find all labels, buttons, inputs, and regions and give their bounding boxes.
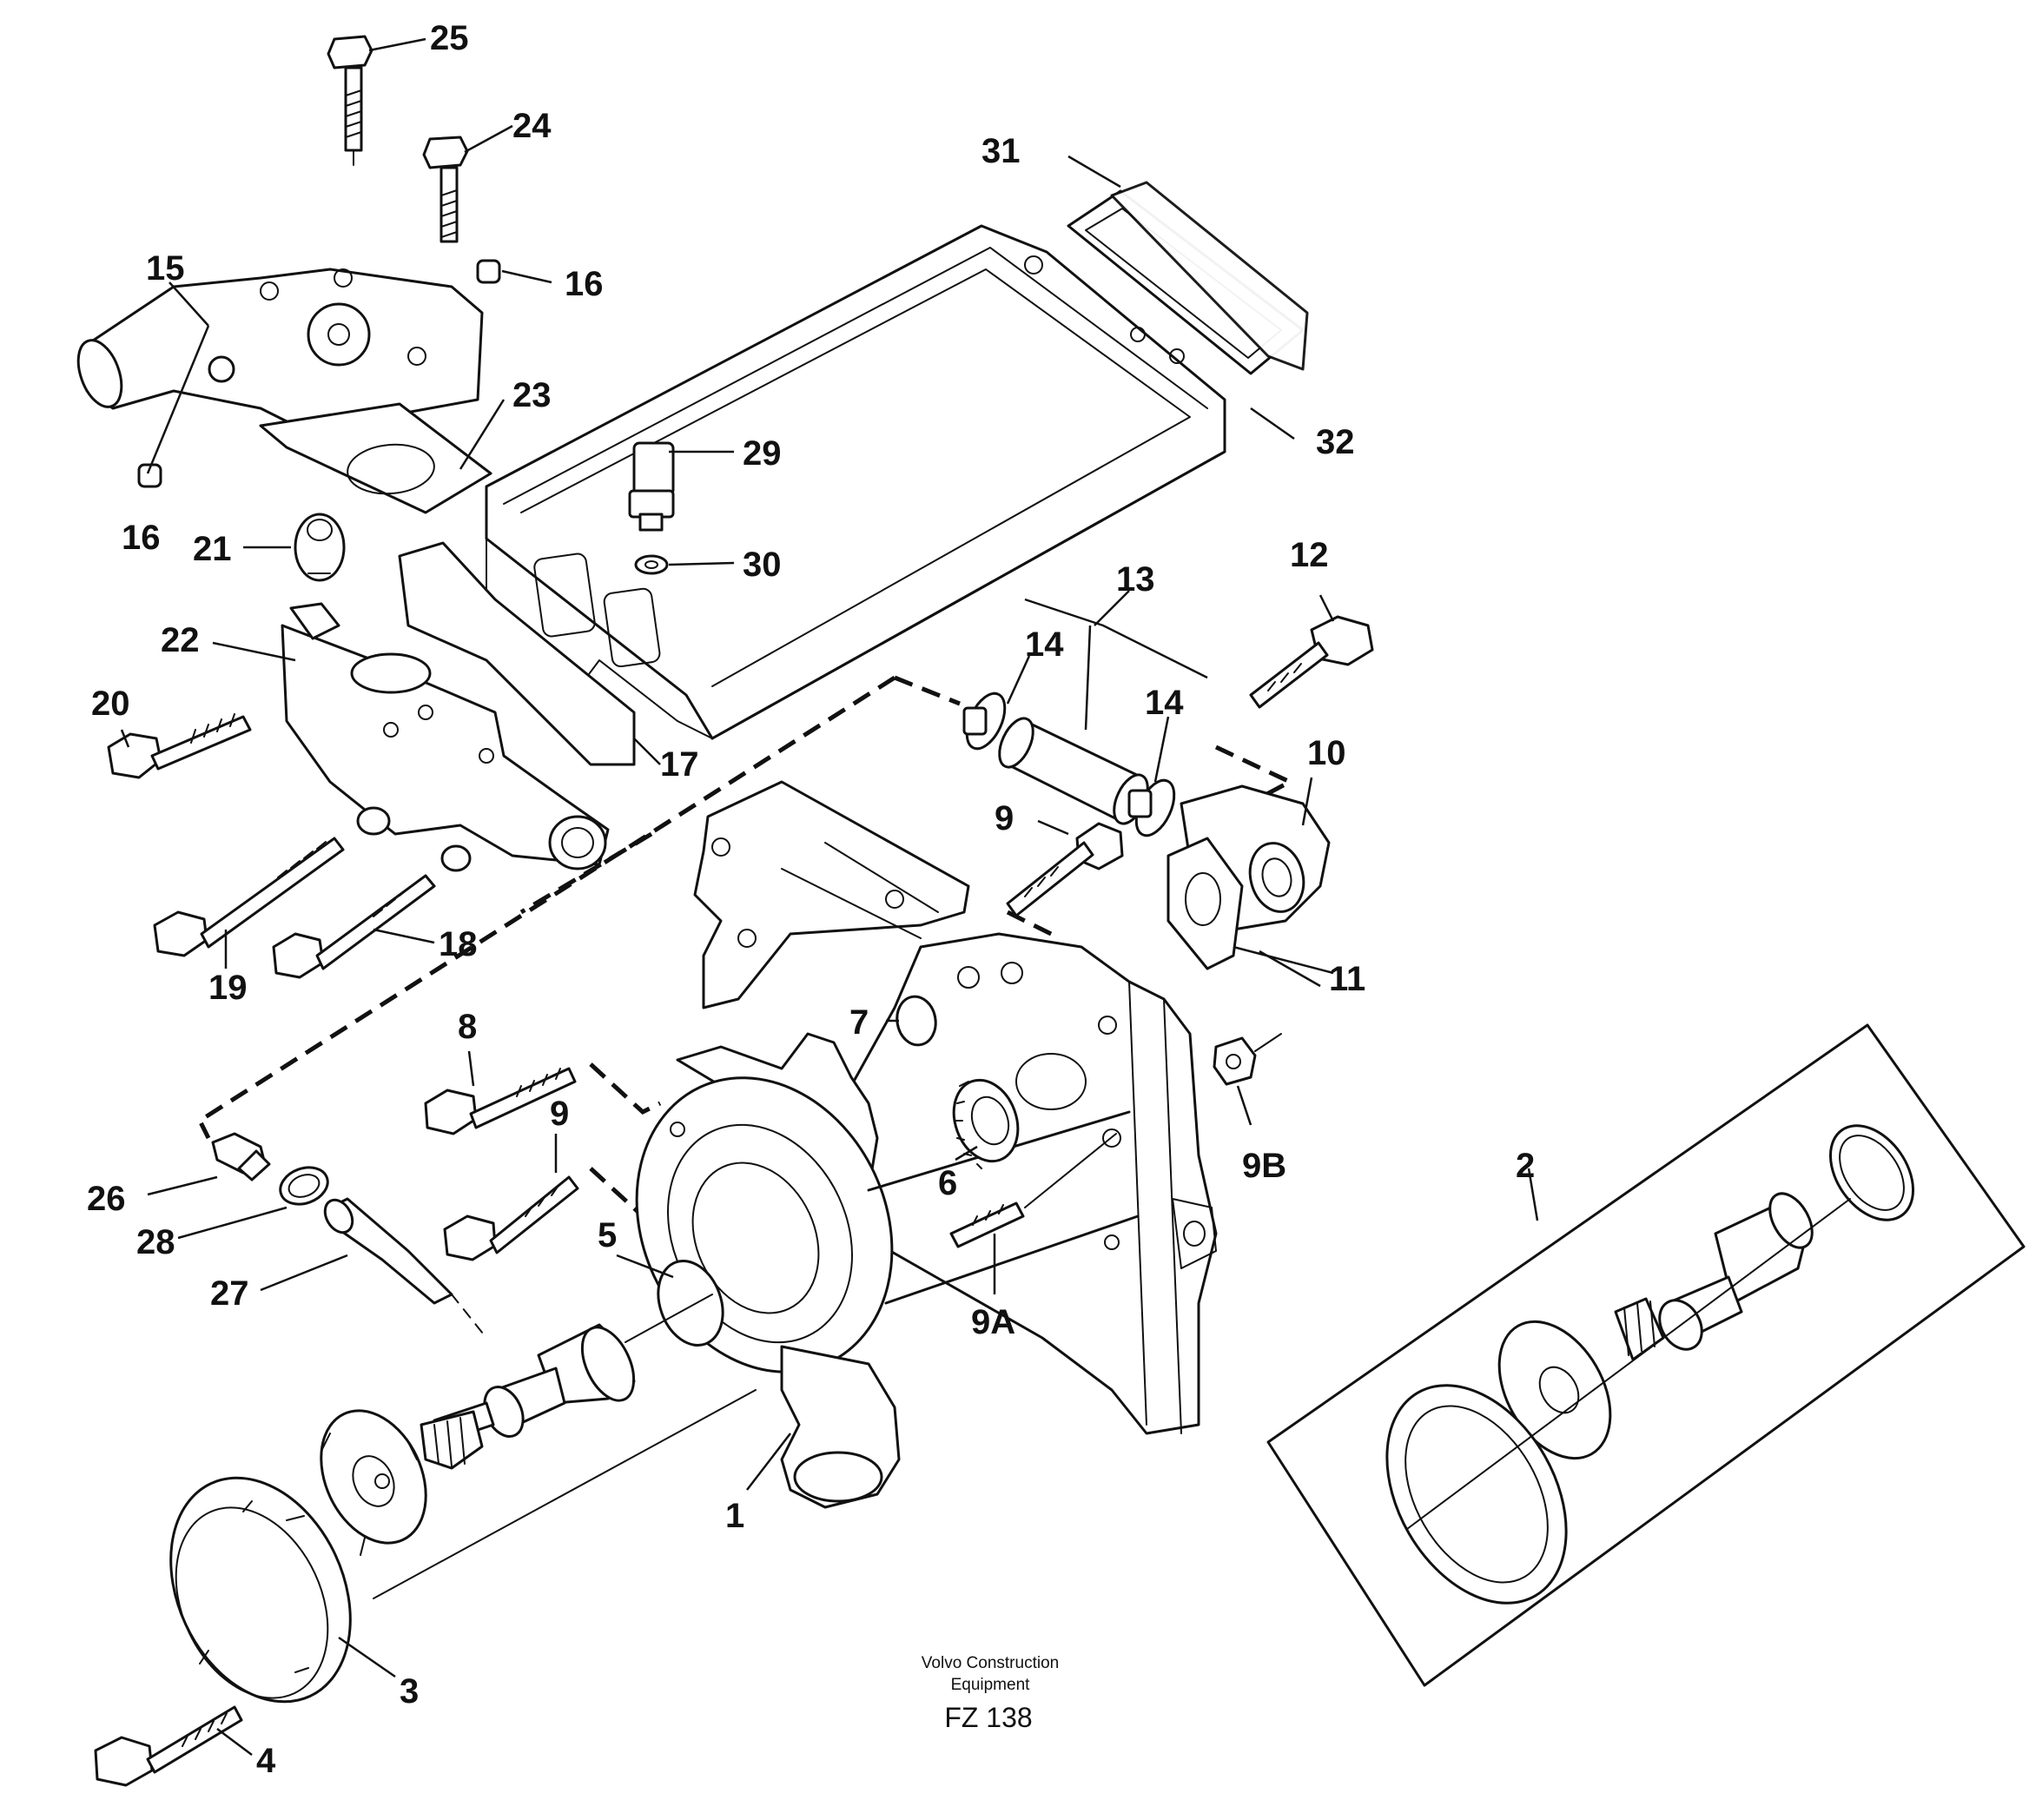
label-4: 4: [256, 1742, 276, 1780]
engine-front-cover: [832, 932, 1218, 1435]
plug-upper: [476, 259, 501, 284]
label-20: 20: [91, 685, 130, 723]
label-22: 22: [161, 621, 200, 659]
bolt-24: [422, 136, 469, 243]
label-16-lower: 16: [122, 519, 161, 557]
bolt-12: [1249, 615, 1374, 709]
timing-plate: [693, 780, 970, 1009]
label-10: 10: [1307, 734, 1346, 772]
label-29: 29: [743, 434, 782, 473]
label-24: 24: [512, 107, 552, 145]
assembly-line-4: [589, 1062, 662, 1115]
label-26: 26: [87, 1180, 126, 1218]
label-28: 28: [136, 1223, 175, 1261]
part-labels: 25 24 15 16 16 23 21 22 20 19 18 17 29 3…: [87, 19, 1535, 1780]
stud-9a: [949, 1133, 1117, 1248]
cover-gasket: [1067, 181, 1309, 375]
label-13: 13: [1116, 560, 1155, 599]
o-ring-5: [657, 1260, 724, 1347]
thermostat-body: [281, 602, 610, 872]
label-3: 3: [400, 1672, 419, 1711]
assembly-line-1: [196, 675, 896, 1140]
label-12: 12: [1290, 536, 1329, 574]
footer-company-line2: Equipment: [951, 1676, 1031, 1694]
label-16-upper: 16: [565, 265, 604, 303]
figure-code: FZ 138: [944, 1702, 1032, 1733]
label-15: 15: [146, 249, 185, 288]
footer-company-line1: Volvo Construction: [922, 1654, 1059, 1672]
label-25: 25: [430, 19, 469, 57]
assembly-line-7: [519, 831, 653, 915]
bolt-20: [107, 713, 252, 779]
bolt-18: [272, 874, 436, 979]
thermostat: [294, 513, 346, 582]
sensor: [628, 441, 675, 575]
plug-lower: [137, 463, 162, 488]
service-kit-inset: [1266, 1023, 2026, 1687]
label-5: 5: [598, 1216, 617, 1254]
label-27: 27: [210, 1274, 249, 1313]
label-14-left: 14: [1025, 625, 1064, 664]
label-19: 19: [208, 969, 248, 1007]
bolt-9-lower: [443, 1175, 579, 1261]
label-14-right: 14: [1145, 684, 1184, 722]
bolt-25: [327, 35, 373, 166]
label-9-upper: 9: [995, 799, 1014, 837]
label-11: 11: [1329, 960, 1365, 998]
label-31: 31: [981, 132, 1021, 170]
bolt-19: [153, 837, 345, 957]
drive-gear: [952, 1078, 1020, 1169]
bolt-8: [424, 1067, 577, 1135]
footer: Volvo Construction Equipment FZ 138: [922, 1654, 1059, 1733]
nut-9b: [1213, 1033, 1282, 1086]
label-17: 17: [660, 745, 699, 784]
label-9b: 9B: [1242, 1147, 1286, 1185]
label-9a: 9A: [971, 1303, 1015, 1341]
housing-gasket: [259, 402, 492, 514]
label-2: 2: [1516, 1147, 1535, 1185]
label-1: 1: [725, 1497, 744, 1535]
label-30: 30: [743, 546, 782, 584]
label-9-lower: 9: [550, 1095, 569, 1133]
label-7: 7: [849, 1003, 869, 1042]
o-ring-7: [896, 995, 937, 1047]
hose-fitting: [211, 1132, 487, 1339]
assembly-line-2: [894, 675, 961, 706]
label-21: 21: [193, 530, 232, 568]
outlet-connector: [1167, 784, 1331, 970]
bolt-4: [94, 1705, 243, 1787]
body-gasket: [398, 541, 636, 766]
bypass-hose: [962, 692, 1176, 837]
label-23: 23: [512, 376, 552, 414]
label-8: 8: [458, 1008, 477, 1046]
pump-shaft-assembly: [169, 1294, 757, 1704]
label-6: 6: [938, 1164, 957, 1202]
label-32: 32: [1316, 423, 1355, 461]
label-18: 18: [439, 925, 478, 963]
leader-lines: [120, 37, 1539, 1756]
bolt-9-upper: [1006, 822, 1124, 917]
thermostat-housing: [76, 268, 484, 436]
